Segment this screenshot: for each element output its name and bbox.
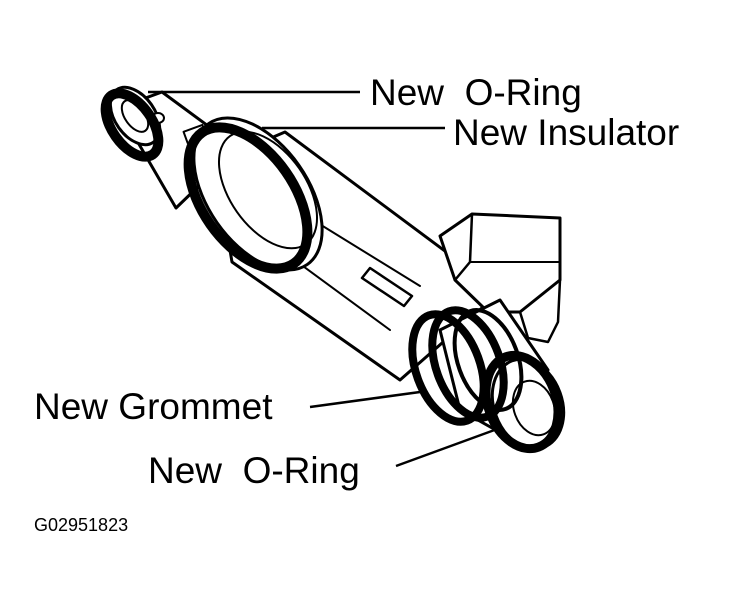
leader-line-bottom-o-ring xyxy=(395,426,501,468)
label-new-o-ring-bottom: New O-Ring xyxy=(148,450,360,491)
figure-code: G02951823 xyxy=(34,515,129,535)
label-new-insulator: New Insulator xyxy=(453,112,680,153)
label-new-o-ring-top: New O-Ring xyxy=(370,72,582,113)
upper-o-ring xyxy=(100,88,164,162)
label-new-grommet: New Grommet xyxy=(34,386,273,427)
insulator xyxy=(183,116,324,274)
leader-line-grommet xyxy=(309,390,421,409)
electrical-connector xyxy=(438,212,562,344)
lower-o-ring xyxy=(481,350,563,454)
